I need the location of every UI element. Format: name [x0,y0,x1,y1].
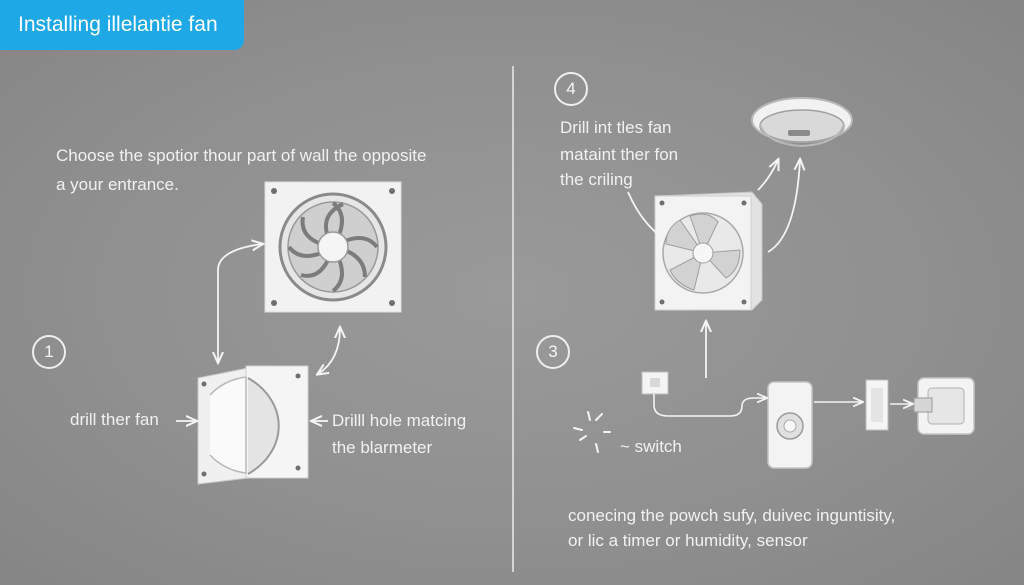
wall-plate-icon [197,365,309,485]
socket-icon [906,377,975,435]
power-plug-icon [641,371,669,395]
step-1-marker: 1 [32,335,66,369]
panel-divider [512,66,514,572]
ceiling-fan-icon [654,191,763,311]
drill-ceiling-label-1: Drill int tles fan [560,118,672,137]
step-3-marker: 3 [536,335,570,369]
connect-power-text-1: conecing the powch sufy, duivec inguntis… [568,506,896,525]
fan-grille-icon [264,181,402,313]
connect-power-text-2: or lic a timer or humidity, sensor [568,531,808,550]
drill-hole-label-1: Drilll hole matcing [332,411,467,430]
ceiling-ring-icon [751,97,853,148]
drill-hole-label-2: the blarmeter [332,438,433,457]
choose-location-text-2: a your entrance. [56,175,179,194]
drill-fan-label: drill ther fan [70,410,159,429]
wall-switch-icon [865,379,889,431]
controller-icon [767,381,813,469]
drill-ceiling-label-3: the criling [560,170,633,189]
switch-label: ~ switch [620,437,682,456]
drill-ceiling-label-2: mataint ther fon [560,145,679,164]
page-title: Installing illelantie fan [0,0,244,50]
choose-location-text-1: Choose the spotior thour part of wall th… [56,146,427,165]
step-4-marker: 4 [554,72,588,106]
sparkle-icon [573,411,611,453]
